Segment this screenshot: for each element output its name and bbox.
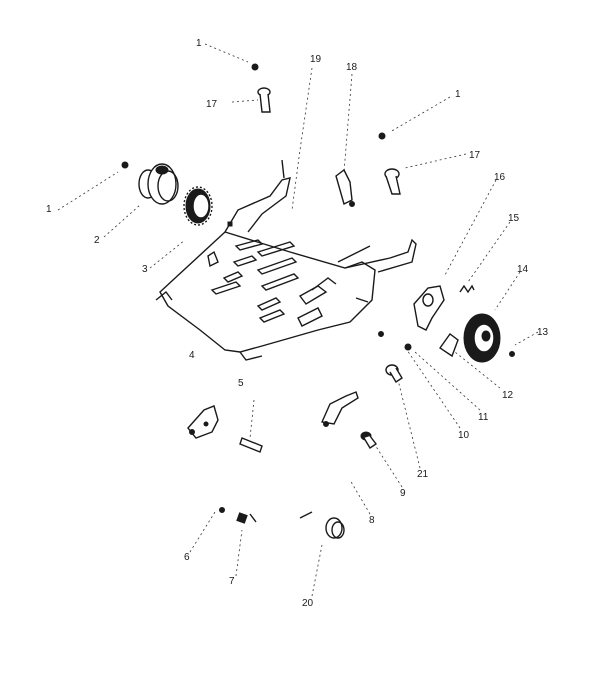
label-part-3: 3 [142,264,148,275]
chassis-plate [155,159,417,361]
label-part-17-right: 17 [469,150,481,161]
bracket-part-18 [335,168,355,207]
label-part-1-top: 1 [196,38,202,49]
label-part-17-top: 17 [206,99,218,110]
arm-part [320,391,359,427]
label-part-11: 11 [478,412,489,423]
label-part-10: 10 [458,430,470,441]
knob-part-2 [138,163,179,205]
lever-part-16 [413,285,445,331]
label-part-20: 20 [302,598,314,609]
label-part-1-right: 1 [455,89,461,100]
label-part-16: 16 [494,172,506,183]
label-part-9: 9 [400,488,406,499]
pin-part-small [239,437,263,453]
label-part-18: 18 [346,62,358,73]
label-part-8: 8 [369,515,375,526]
disc-part-14 [463,313,501,363]
part-labels: 1 1 1 2 3 4 5 6 7 8 9 10 11 12 13 14 15 … [46,38,549,609]
label-part-14: 14 [517,264,529,275]
clip-part-12 [439,333,459,358]
label-part-4: 4 [189,350,195,361]
post-part-17-upper [257,87,271,113]
label-part-19: 19 [310,54,322,65]
label-part-15: 15 [508,213,520,224]
label-part-12: 12 [502,390,514,401]
label-part-1-left: 1 [46,204,52,215]
label-part-21: 21 [417,469,429,480]
post-part-17-right [384,168,401,195]
stray-marks [249,511,313,523]
screw-part-9 [360,431,378,449]
leader-lines [57,43,539,597]
spring-part-15 [459,284,475,294]
bracket-part-5 [187,405,219,439]
label-part-13: 13 [537,327,549,338]
label-part-6: 6 [184,552,190,563]
pin-part-21 [385,364,403,383]
cylinder-part-20 [325,517,345,539]
label-part-7: 7 [229,576,235,587]
label-part-5: 5 [238,378,244,389]
gear-part [183,186,213,226]
label-part-2: 2 [94,235,100,246]
small-parts [121,63,515,524]
